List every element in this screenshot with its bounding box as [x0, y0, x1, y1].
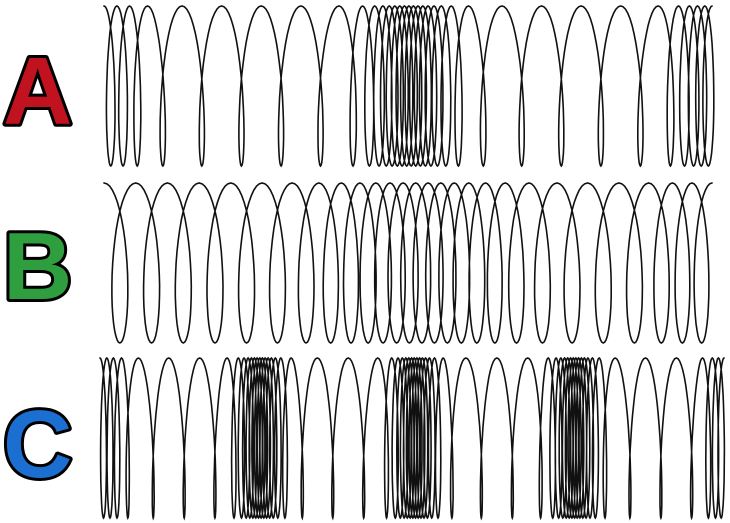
coil-a-helix	[104, 6, 714, 166]
row-a: A	[3, 6, 714, 166]
row-c: C	[3, 358, 724, 518]
row-b-label: B	[3, 213, 72, 320]
row-a-label: A	[3, 38, 72, 145]
row-b: B	[3, 183, 712, 343]
row-a-spring	[104, 6, 714, 166]
coil-b-helix	[104, 183, 712, 343]
row-c-spring	[100, 358, 724, 518]
row-b-spring	[104, 183, 712, 343]
coil-c-helix	[100, 358, 724, 518]
row-c-label: C	[3, 391, 72, 498]
